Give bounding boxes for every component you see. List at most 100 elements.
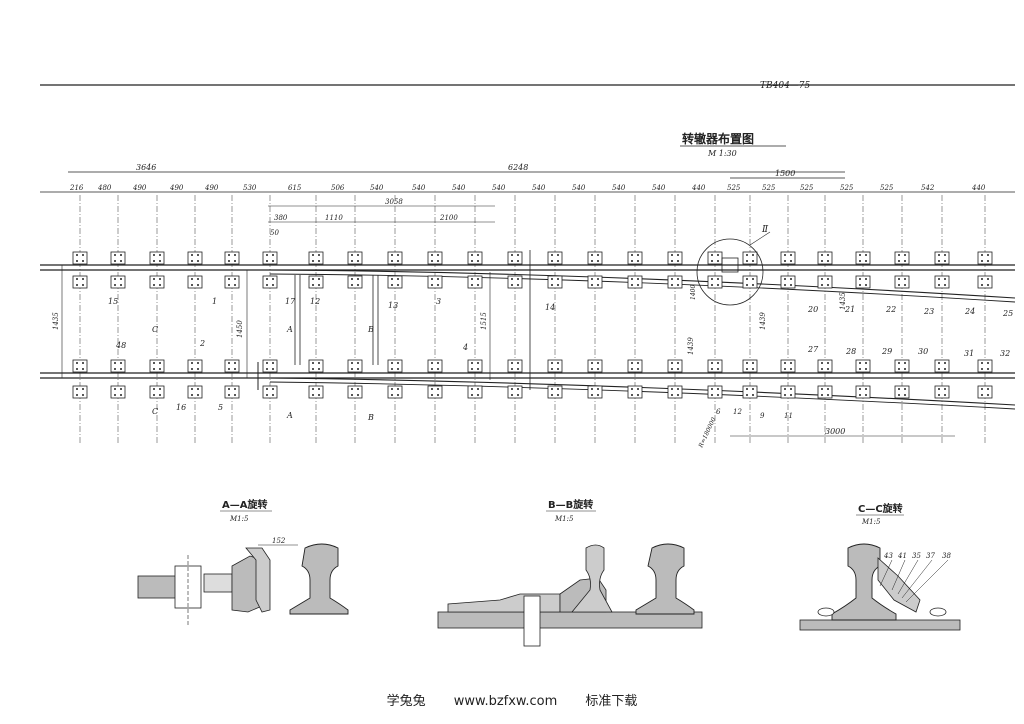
tie-plate: [977, 359, 993, 373]
spike-hole: [746, 254, 748, 256]
spike-hole: [597, 260, 599, 262]
spike-hole: [938, 278, 940, 280]
spike-hole: [790, 388, 792, 390]
spike-hole: [551, 388, 553, 390]
spike-hole: [153, 254, 155, 256]
svg-text:2100: 2100: [439, 214, 458, 222]
spike-hole: [938, 284, 940, 286]
svg-text:615: 615: [288, 184, 302, 192]
spike-hole: [228, 284, 230, 286]
tie-plate: [977, 275, 993, 289]
spike-hole: [637, 362, 639, 364]
spike-hole: [904, 368, 906, 370]
spike-hole: [272, 388, 274, 390]
tie-plate: [780, 275, 796, 289]
spike-hole: [82, 254, 84, 256]
tie-plate: [72, 251, 88, 265]
spike-hole: [153, 368, 155, 370]
spike-hole: [784, 278, 786, 280]
tie-plate: [667, 359, 683, 373]
svg-text:B: B: [367, 413, 374, 422]
spike-hole: [159, 278, 161, 280]
svg-text:A: A: [286, 411, 293, 420]
spike-hole: [511, 388, 513, 390]
spike-hole: [551, 278, 553, 280]
spike-hole: [865, 394, 867, 396]
spike-hole: [784, 254, 786, 256]
svg-text:506: 506: [331, 184, 345, 192]
svg-text:27: 27: [807, 345, 819, 354]
spike-hole: [557, 278, 559, 280]
spike-hole: [904, 362, 906, 364]
spike-hole: [153, 394, 155, 396]
spike-hole: [784, 394, 786, 396]
spike-hole: [391, 260, 393, 262]
spike-hole: [82, 362, 84, 364]
spike-hole: [904, 254, 906, 256]
spike-hole: [511, 394, 513, 396]
spike-hole: [717, 388, 719, 390]
tie-plate: [224, 359, 240, 373]
spike-hole: [351, 368, 353, 370]
footer-url[interactable]: www.bzfxw.com: [453, 694, 558, 709]
tie-plate: [547, 359, 563, 373]
spike-hole: [197, 388, 199, 390]
svg-text:R=180000: R=180000: [697, 416, 718, 449]
spike-hole: [717, 278, 719, 280]
spike-hole: [517, 260, 519, 262]
spike-hole: [312, 394, 314, 396]
spike-hole: [784, 362, 786, 364]
spike-hole: [746, 368, 748, 370]
spike-hole: [752, 388, 754, 390]
spike-hole: [191, 368, 193, 370]
tie-plate: [742, 251, 758, 265]
spike-hole: [266, 362, 268, 364]
spike-hole: [865, 254, 867, 256]
spike-hole: [351, 260, 353, 262]
spike-hole: [551, 394, 553, 396]
tie-plate: [110, 359, 126, 373]
tie-plate: [855, 359, 871, 373]
spike-hole: [821, 388, 823, 390]
tie-plate: [587, 251, 603, 265]
tie-plate: [387, 251, 403, 265]
spike-hole: [159, 368, 161, 370]
spike-hole: [717, 394, 719, 396]
spike-hole: [312, 260, 314, 262]
tie-plate: [72, 275, 88, 289]
tie-plate: [934, 385, 950, 399]
svg-text:3: 3: [436, 297, 441, 306]
tie-plate: [187, 275, 203, 289]
spike-hole: [859, 254, 861, 256]
tie-plate: [262, 359, 278, 373]
spike-hole: [671, 260, 673, 262]
svg-text:16: 16: [176, 403, 186, 412]
spike-hole: [790, 260, 792, 262]
spike-hole: [318, 388, 320, 390]
spike-hole: [357, 278, 359, 280]
tie-plate: [110, 385, 126, 399]
tie-plate: [587, 275, 603, 289]
tie-plate: [667, 385, 683, 399]
svg-text:31: 31: [964, 349, 974, 358]
spike-hole: [717, 362, 719, 364]
tie-plate: [149, 359, 165, 373]
tie-plate: [817, 359, 833, 373]
spike-hole: [898, 388, 900, 390]
svg-text:490: 490: [132, 184, 147, 192]
svg-text:216: 216: [69, 184, 84, 192]
spike-hole: [351, 362, 353, 364]
svg-text:41: 41: [897, 552, 907, 560]
spike-hole: [114, 260, 116, 262]
spike-hole: [591, 260, 593, 262]
spike-hole: [904, 260, 906, 262]
spike-hole: [746, 388, 748, 390]
svg-text:25: 25: [1002, 309, 1013, 318]
svg-text:152: 152: [272, 537, 286, 545]
svg-text:C: C: [152, 407, 158, 416]
spike-hole: [76, 394, 78, 396]
spike-hole: [114, 362, 116, 364]
tie-plate: [742, 275, 758, 289]
spike-hole: [266, 278, 268, 280]
spike-hole: [827, 362, 829, 364]
